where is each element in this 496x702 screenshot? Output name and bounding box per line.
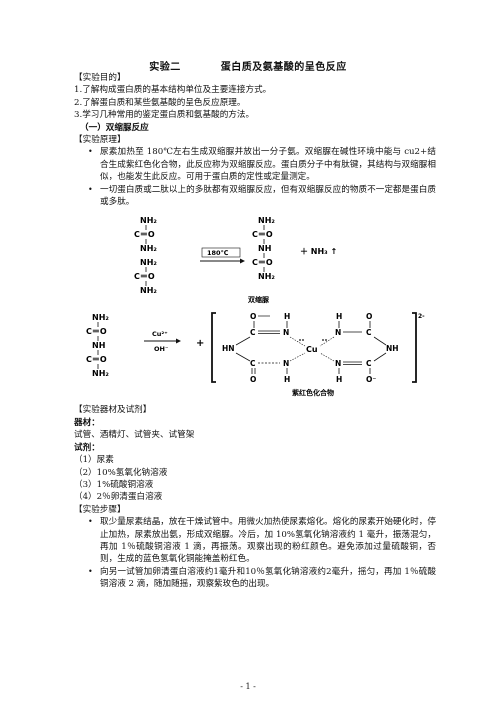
urea2-nh2-bottom: NH₂ xyxy=(140,286,157,295)
purpose-item-1: 1.了解构成蛋白质的基本结构单位及主要连接方式。 xyxy=(74,85,272,96)
biuret-caption: 双缩脲 xyxy=(248,295,270,304)
left-bracket xyxy=(211,312,216,384)
reagent-4: （4）2％卵清蛋白溶液 xyxy=(74,492,163,503)
biuret-co-bottom: C＝O xyxy=(86,355,107,364)
biuret-complex-svg: NH₂ C＝O NH C＝O NH₂ Cu²⁺ OH⁻ + 2- xyxy=(86,312,425,397)
complex-n-left-bot: N xyxy=(283,359,289,368)
product-co-bottom: C＝O xyxy=(252,258,273,267)
complex-o-top-right: O xyxy=(366,312,372,321)
complex-h-top-left: H xyxy=(284,312,290,321)
biuret-nh: NH xyxy=(92,341,105,350)
biuret-nh2-bottom: NH₂ xyxy=(92,369,109,378)
complex-o-bot-right: O⁻ xyxy=(366,375,376,384)
urea2-nh2-top: NH₂ xyxy=(140,258,157,267)
complex-o-top-left: O xyxy=(250,312,256,321)
complex-caption: 紫红色化合物 xyxy=(292,388,334,397)
principle-bullet-1: 尿素加热至 180℃左右生成双缩脲并放出一分子氨。双缩脲在碱性环境中能与 cu2… xyxy=(74,146,436,183)
part1-heading: （一）双缩脲反应 xyxy=(80,122,149,133)
plus-sign: + xyxy=(196,338,204,349)
complex-h-bot-left: H xyxy=(284,375,290,384)
product-nh2-bottom: NH₂ xyxy=(258,272,275,281)
step-bullet-2: 向另一试管加卵清蛋白溶液约1毫升和10％氢氧化钠溶液约2毫升，摇匀，再加 1％硫… xyxy=(74,566,436,591)
reagents-heading: 试剂： xyxy=(74,442,100,453)
reagent-2: （2）10%氢氧化钠溶液 xyxy=(74,467,168,478)
complex-arrow-head xyxy=(176,338,181,344)
equipment-heading: 器材： xyxy=(74,417,100,428)
principle-heading: 【实验原理】 xyxy=(74,135,126,146)
complex-c-left-top: C xyxy=(250,328,256,337)
page-number: - 1 - xyxy=(240,682,256,691)
complex-c-right-bot: C xyxy=(366,359,372,368)
complex-h-top-right: H xyxy=(336,312,342,321)
complex-copper: Cu xyxy=(306,345,318,354)
biuret-complex-diagram: NH₂ C＝O NH C＝O NH₂ Cu²⁺ OH⁻ + 2- xyxy=(74,310,434,398)
reaction-arrow-head xyxy=(240,258,245,264)
steps-heading: 【实验步骤】 xyxy=(74,504,126,515)
principle-bullet-2: 一切蛋白质或二肽以上的多肽都有双缩脲反应，但有双缩脲反应的物质不一定都是蛋白质或… xyxy=(74,184,436,209)
document-body: 【实验目的】 1.了解构成蛋白质的基本结构单位及主要连接方式。 2.了解蛋白质和… xyxy=(74,72,436,591)
complex-charge: 2- xyxy=(418,313,425,320)
complex-hn-left: HN xyxy=(222,344,235,353)
urea1-nh2-bottom: NH₂ xyxy=(140,244,157,253)
complex-nh-right: NH xyxy=(386,344,399,353)
title-experiment-number: 实验二 xyxy=(149,62,181,73)
document-title: 实验二 蛋白质及氨基酸的呈色反应 xyxy=(0,58,496,73)
complex-c-right-top: C xyxy=(366,328,372,337)
reaction-condition: 180℃ xyxy=(207,249,229,257)
reagent-3: （3）1%硫酸铜溶液 xyxy=(74,479,154,490)
complex-n-right-bot: N xyxy=(335,359,341,368)
product-nh2-top: NH₂ xyxy=(258,216,275,225)
product-co-top: C＝O xyxy=(252,230,273,239)
complex-n-left-top: N xyxy=(283,328,289,337)
purpose-item-3: 3.学习几种常用的鉴定蛋白质和氨基酸的方法。 xyxy=(74,110,255,121)
purpose-item-2: 2.了解蛋白质和某些氨基酸的呈色反应原理。 xyxy=(74,97,246,108)
biuret-nh2-top: NH₂ xyxy=(92,313,109,322)
ammonia-byproduct: ＋ NH₃ ↑ xyxy=(300,247,337,256)
complex-o-bot-left: O xyxy=(250,375,256,384)
urea1-co: C＝O xyxy=(134,230,155,239)
reagent-hydroxide: OH⁻ xyxy=(154,345,168,353)
complex-n-right-top: N xyxy=(335,328,341,337)
step-bullet-1: 取少量尿素结晶，放在干燥试管中。用微火加热使尿素熔化。熔化的尿素开始硬化时，停止… xyxy=(74,516,436,566)
purpose-heading: 【实验目的】 xyxy=(74,73,126,83)
biuret-formation-svg: NH₂ C＝O NH₂ NH₂ C＝O NH₂ 180℃ NH₂ C＝ xyxy=(134,216,337,304)
complex-h-bot-right: H xyxy=(336,375,342,384)
urea1-nh2-top: NH₂ xyxy=(140,216,157,225)
biuret-formation-diagram: NH₂ C＝O NH₂ NH₂ C＝O NH₂ 180℃ NH₂ C＝ xyxy=(74,214,434,310)
urea2-co: C＝O xyxy=(134,272,155,281)
right-bracket xyxy=(412,312,417,384)
biuret-co-top: C＝O xyxy=(86,327,107,336)
title-topic: 蛋白质及氨基酸的呈色反应 xyxy=(220,62,347,73)
equipment-text: 试管、酒精灯、试管夹、试管架 xyxy=(74,430,195,441)
materials-heading: 【实验器材及试剂】 xyxy=(74,405,152,416)
product-nh: NH xyxy=(258,244,271,253)
complex-c-left-bot: C xyxy=(250,359,256,368)
reaction-condition-box xyxy=(201,248,241,258)
reagent-1: （1）尿素 xyxy=(74,455,114,466)
reagent-copper-ion: Cu²⁺ xyxy=(152,330,168,338)
